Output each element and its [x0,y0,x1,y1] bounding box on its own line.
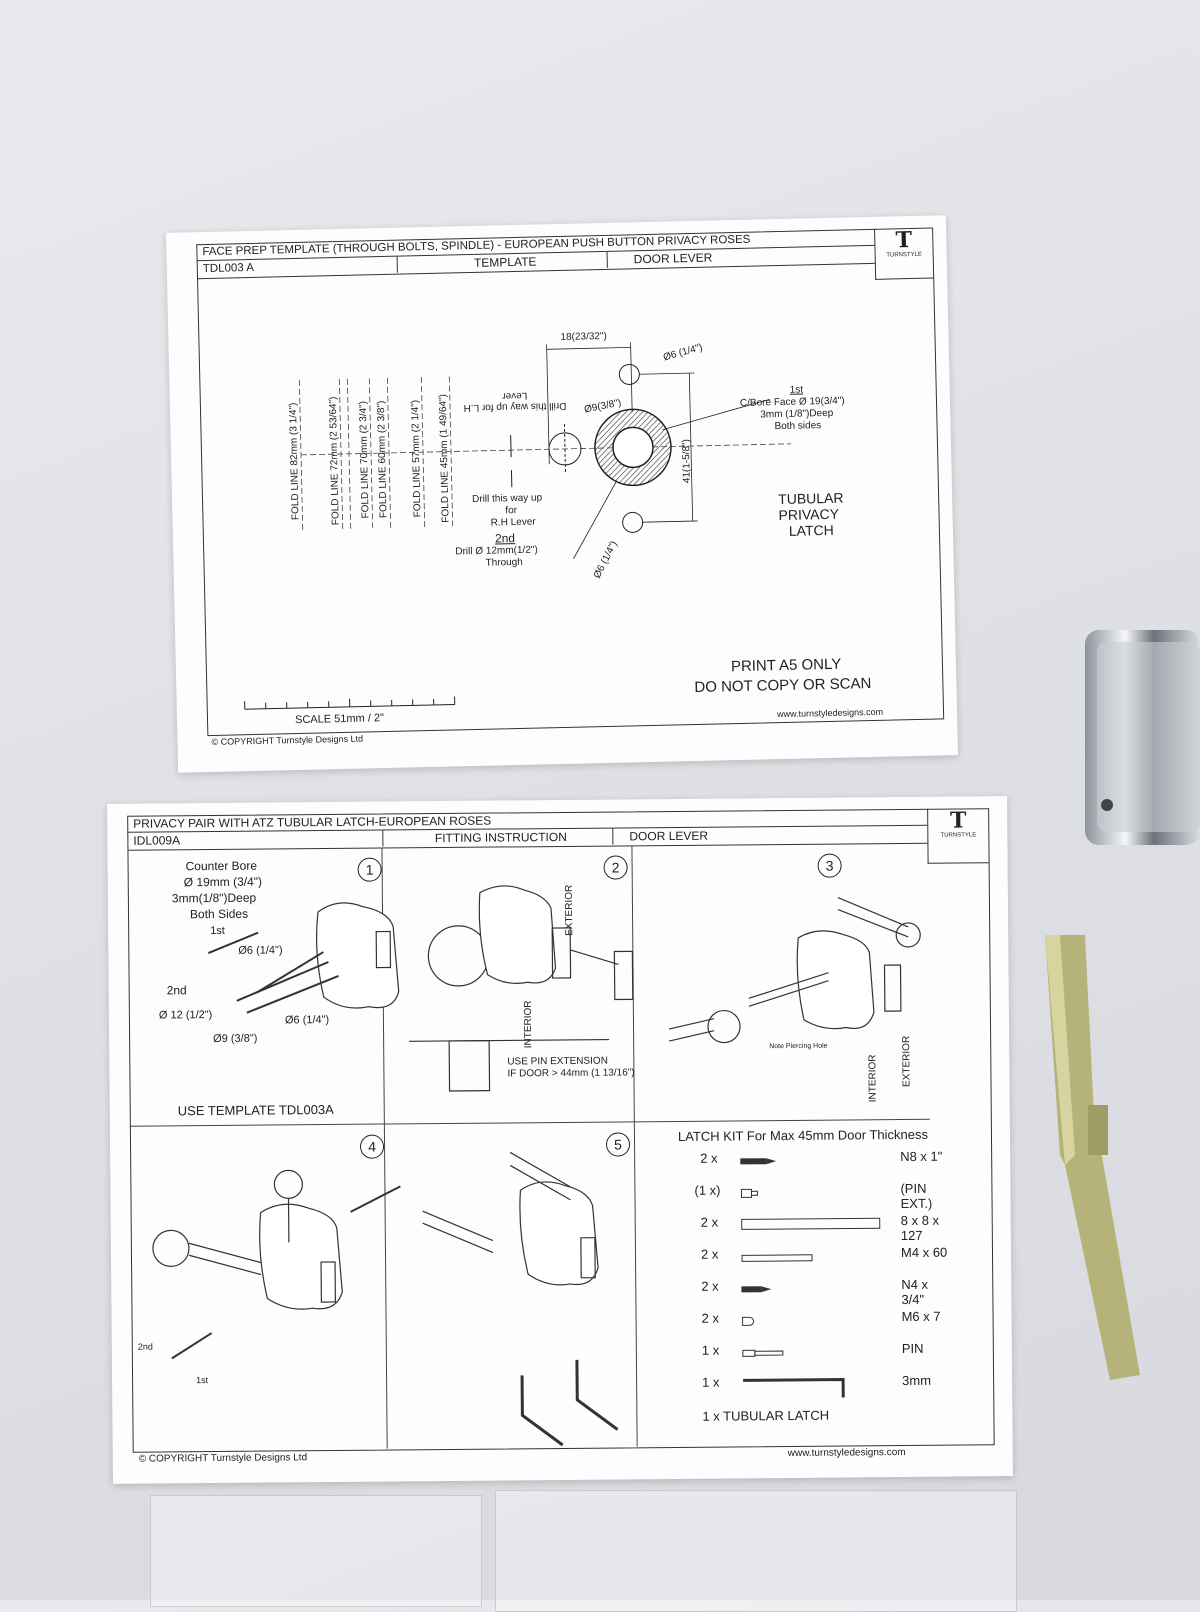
drill-note-2: Through [485,557,522,569]
bolt-icon [741,1250,813,1266]
second-label: 2nd [495,531,515,545]
kit-spec: (PIN EXT.) [900,1181,950,1211]
kit-row: 2 x M6 x 7 [701,1309,951,1331]
latch-label-3: LATCH [789,522,834,539]
copyright: © COPYRIGHT Turnstyle Designs Ltd [139,1452,307,1464]
spindle-icon [741,1217,881,1233]
pin-extension-icon [740,1186,760,1201]
kit-qty: 1 x [702,1375,719,1390]
kit-spec: N4 x 3/4" [901,1277,951,1307]
scale-label: SCALE 51mm / 2" [295,712,384,726]
kit-spec: PIN [902,1341,924,1356]
bolt-hole-top [619,364,639,384]
kit-spec: N8 x 1" [900,1149,942,1164]
dim-18: 18(23/32") [560,331,607,343]
kit-qty: 2 x [700,1151,717,1166]
latch-label-2: PRIVACY [778,506,839,523]
rh-note-2: for [505,505,517,516]
website: www.turnstyledesigns.com [788,1447,906,1459]
kit-qty: (1 x) [694,1183,720,1198]
kit-title: LATCH KIT For Max 45mm Door Thickness [678,1127,928,1144]
bolt-hole-bottom [622,512,642,532]
grub-screw-icon [742,1314,756,1329]
kit-spec: 3mm [902,1373,931,1388]
kit-row: (1 x)(PIN EXT.) [700,1181,950,1203]
kit-qty: 2 x [701,1215,718,1230]
latch-label-1: TUBULAR [778,490,844,507]
drill-note-1: Drill Ø 12mm(1/2") [455,545,538,558]
chrome-rose-hardware [1085,630,1200,870]
spindle-bar [1040,935,1150,1395]
kit-row: 2 x M4 x 60 [701,1245,951,1267]
kit-row: 1 x 3mm [702,1373,952,1395]
cbore-2: 3mm (1/8")Deep [760,408,833,421]
kit-spec: M4 x 60 [901,1245,947,1260]
kit-qty: 2 x [701,1247,718,1262]
screw-icon [741,1282,771,1297]
kit-latch: 1 x TUBULAR LATCH [702,1408,829,1424]
lh-note: Drill this way up for L.H Lever [460,389,570,413]
kit-spec: M6 x 7 [901,1309,940,1324]
kit-qty: 2 x [701,1311,718,1326]
rh-note-3: R.H Lever [491,517,536,529]
kit-row: 2 x N8 x 1" [700,1149,950,1171]
rh-note-1: Drill this way up [472,492,542,505]
instruction-sheet: PRIVACY PAIR WITH ATZ TUBULAR LATCH-EURO… [107,796,1013,1484]
kit-qty: 2 x [701,1279,718,1294]
plastic-bag [150,1495,482,1607]
allen-key-icon [742,1377,852,1403]
pin-icon [742,1346,786,1361]
dim-41: 41(1-5/8") [681,439,693,483]
kit-row: 1 x PIN [702,1341,952,1363]
kit-qty: 1 x [702,1343,719,1358]
template-sheet: FACE PREP TEMPLATE (THROUGH BOLTS, SPIND… [166,215,958,773]
kit-spec: 8 x 8 x 127 [901,1213,951,1243]
plastic-bag [495,1490,1017,1612]
print-note-1: PRINT A5 ONLY [731,656,842,675]
first-label: 1st [790,385,804,396]
screw-icon [740,1154,776,1169]
cbore-3: Both sides [774,420,821,432]
